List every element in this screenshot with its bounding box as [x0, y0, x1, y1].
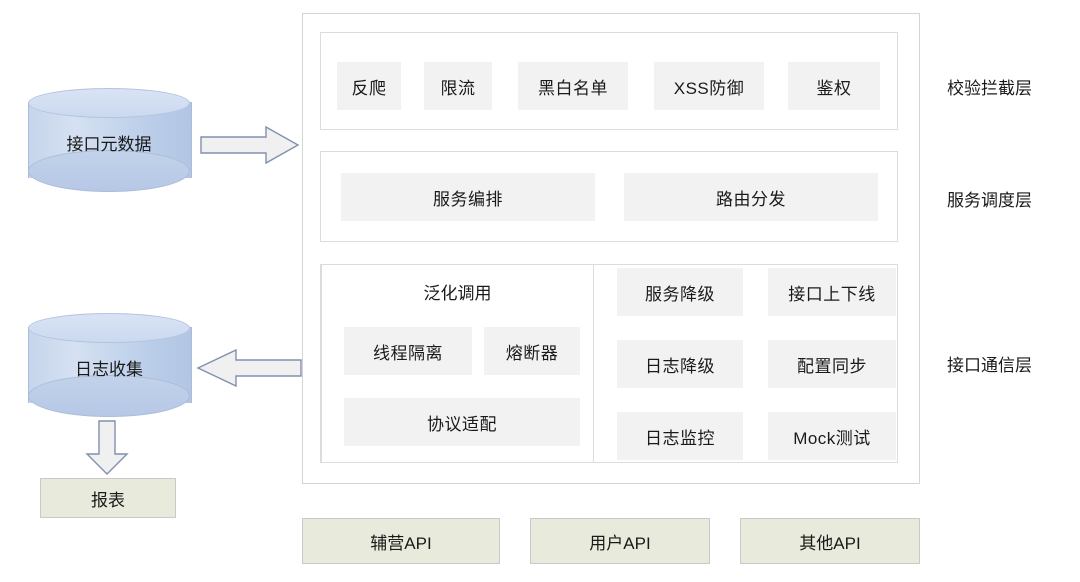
api-box-ancillary[interactable]: 辅营API	[302, 518, 500, 564]
arrow-down-icon	[84, 420, 130, 476]
tag-mock-test[interactable]: Mock测试	[768, 412, 896, 460]
cylinder-bottom-ellipse	[28, 150, 190, 192]
tag-xss-defense[interactable]: XSS防御	[654, 62, 764, 110]
tag-log-degradation[interactable]: 日志降级	[617, 340, 743, 388]
tag-service-orchestration[interactable]: 服务编排	[341, 173, 595, 221]
layer-name-communication: 接口通信层	[947, 355, 1032, 375]
cylinder-top-ellipse	[28, 313, 190, 343]
tag-config-sync[interactable]: 配置同步	[768, 340, 896, 388]
tag-authentication[interactable]: 鉴权	[788, 62, 880, 110]
tag-service-degradation[interactable]: 服务降级	[617, 268, 743, 316]
cylinder-bottom-ellipse	[28, 375, 190, 417]
tag-circuit-breaker[interactable]: 熔断器	[484, 327, 580, 375]
tag-anti-crawler[interactable]: 反爬	[337, 62, 401, 110]
metadata-store-cylinder: 接口元数据	[28, 88, 192, 192]
tag-route-distribution[interactable]: 路由分发	[624, 173, 878, 221]
tag-thread-isolation[interactable]: 线程隔离	[344, 327, 472, 375]
log-store-cylinder: 日志收集	[28, 313, 192, 417]
tag-rate-limit[interactable]: 限流	[424, 62, 492, 110]
api-box-other[interactable]: 其他API	[740, 518, 920, 564]
generic-call-title: 泛化调用	[423, 283, 492, 303]
tag-interface-online-offline[interactable]: 接口上下线	[768, 268, 896, 316]
arrow-left-icon	[196, 348, 302, 388]
tag-blacklist-whitelist[interactable]: 黑白名单	[518, 62, 628, 110]
layer-name-validation: 校验拦截层	[947, 78, 1032, 98]
cylinder-top-ellipse	[28, 88, 190, 118]
report-box[interactable]: 报表	[40, 478, 176, 518]
tag-log-monitoring[interactable]: 日志监控	[617, 412, 743, 460]
tag-protocol-adaptation[interactable]: 协议适配	[344, 398, 580, 446]
arrow-right-icon	[200, 125, 300, 165]
api-box-user[interactable]: 用户API	[530, 518, 710, 564]
layer-name-dispatch: 服务调度层	[947, 190, 1032, 210]
log-store-label: 日志收集	[75, 360, 143, 379]
metadata-store-label: 接口元数据	[66, 135, 152, 154]
